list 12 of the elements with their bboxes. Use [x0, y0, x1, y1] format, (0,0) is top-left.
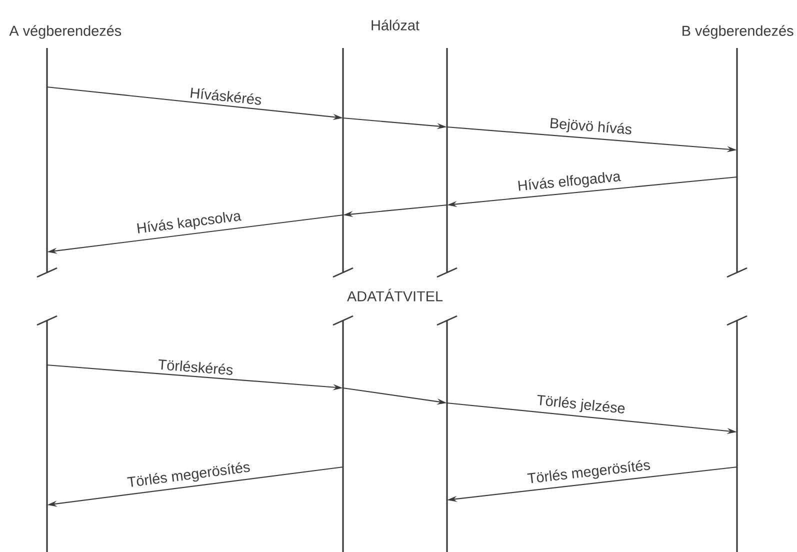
heading-label: Hálózat	[372, 20, 420, 30]
edge-label: Hívás elfogadva	[518, 172, 622, 191]
lifeline: B végberendezés	[682, 25, 794, 552]
edge-label: Törléskérés	[158, 359, 233, 375]
edge-label: Törlés megerösítés	[527, 460, 650, 484]
edge-label: Hívás kapcsolva	[137, 212, 242, 234]
edge-label: Híváskérés	[190, 88, 262, 105]
heading-label: ADATÁTVITEL	[347, 288, 443, 302]
edge-label: Törlés jelzése	[537, 394, 625, 414]
lifeline: A végberendezés	[9, 25, 122, 552]
edge-label: Bejövö hívás	[550, 118, 632, 134]
edge-label: Törlés megerösítés	[127, 462, 250, 487]
